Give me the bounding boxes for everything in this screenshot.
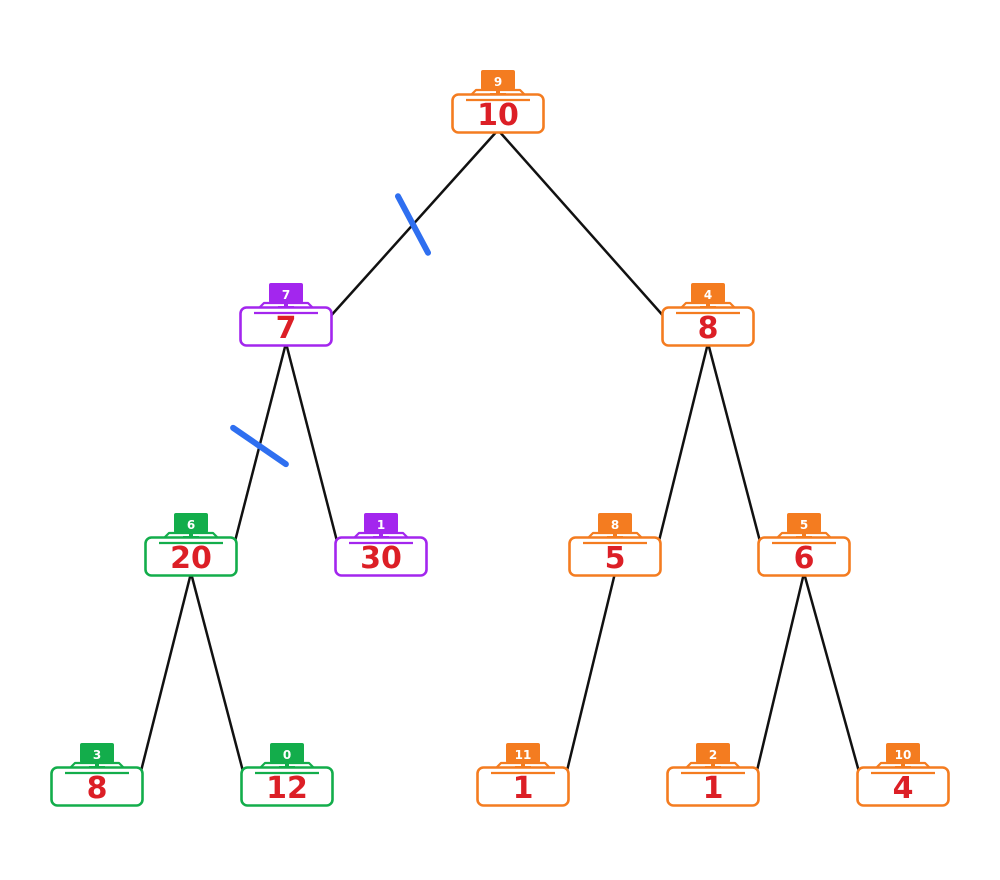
node-value-label: 8: [86, 771, 108, 806]
tree-node-n6: 6 20: [144, 513, 238, 577]
node-id-label: 10: [894, 748, 912, 762]
edge-n5-n2: [753, 572, 806, 780]
cut-marker-n7-n6: [230, 424, 289, 468]
node-value-label: 6: [793, 541, 815, 576]
computer-monitor-icon: [239, 283, 333, 347]
computer-monitor-icon: [856, 743, 950, 807]
computer-monitor-icon: [240, 743, 334, 807]
computer-monitor-icon: [476, 743, 570, 807]
node-value-label: 10: [477, 98, 519, 133]
node-value-label: 12: [266, 771, 308, 806]
node-id-label: 7: [281, 288, 291, 302]
node-id-label: 2: [708, 748, 718, 762]
node-value-label: 4: [892, 771, 914, 806]
computer-monitor-icon: [661, 283, 755, 347]
node-value-label: 30: [360, 541, 402, 576]
node-value-label: 7: [275, 311, 297, 346]
tree-node-n10: 10 4: [856, 743, 950, 807]
computer-monitor-icon: [144, 513, 238, 577]
cut-marker-n9-n7: [394, 193, 432, 256]
node-value-label: 1: [512, 771, 534, 806]
computer-monitor-icon: [568, 513, 662, 577]
edge-n6-n0: [189, 572, 247, 780]
node-value-label: 8: [697, 311, 719, 346]
computer-monitor-icon: [50, 743, 144, 807]
computer-monitor-icon: [757, 513, 851, 577]
node-value-label: 20: [170, 541, 212, 576]
node-value-label: 1: [702, 771, 724, 806]
edge-n8-n11: [563, 572, 617, 780]
computer-monitor-icon: [334, 513, 428, 577]
node-value-label: 5: [604, 541, 626, 576]
node-id-label: 11: [514, 748, 532, 762]
computer-monitor-icon: [666, 743, 760, 807]
node-id-label: 1: [376, 518, 386, 532]
node-id-label: 5: [799, 518, 809, 532]
node-id-label: 8: [610, 518, 620, 532]
tree-node-n0: 0 12: [240, 743, 334, 807]
node-id-label: 3: [92, 748, 102, 762]
edge-n7-n1: [284, 342, 341, 550]
edge-n4-n8: [655, 342, 710, 550]
edge-n9-n4: [497, 129, 667, 320]
tree-node-n1: 1 30: [334, 513, 428, 577]
node-id-label: 0: [282, 748, 292, 762]
edge-n5-n10: [802, 572, 863, 780]
node-id-label: 9: [493, 75, 503, 89]
node-id-label: 6: [186, 518, 196, 532]
node-id-label: 4: [703, 288, 713, 302]
computer-monitor-icon: [451, 70, 545, 134]
edge-n4-n5: [706, 342, 764, 550]
edge-n6-n3: [137, 572, 193, 780]
tree-node-n9: 9 10: [451, 70, 545, 134]
